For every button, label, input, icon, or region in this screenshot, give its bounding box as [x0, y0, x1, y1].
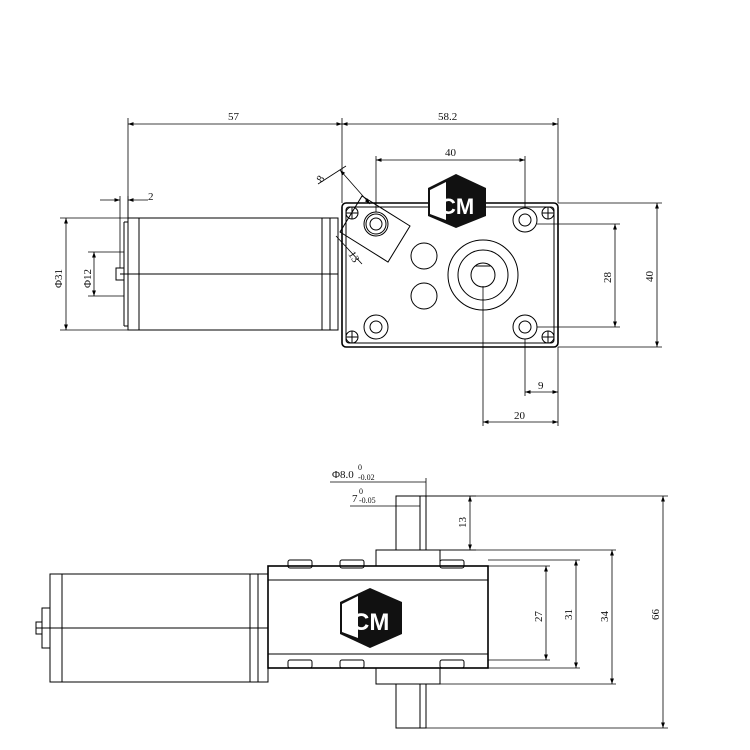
dim-motor-diameter: Φ31: [53, 217, 128, 331]
top-gearbox-plate: CM: [341, 174, 559, 348]
housing-bolt: [439, 559, 465, 569]
side-gearbox-housing: CM: [267, 549, 489, 685]
housing-bolt: [287, 659, 313, 669]
dim-hole-spacing-v: 28: [537, 223, 620, 328]
corner-screw: [541, 206, 555, 220]
mounting-hole: [512, 207, 538, 233]
dim-label: Φ12: [82, 269, 94, 288]
logo-text-top: CM: [440, 194, 474, 219]
dim-slot-length: 13: [335, 235, 363, 265]
dim-edge-offset: 9: [524, 339, 559, 396]
corner-screw: [345, 330, 359, 344]
dim-side-shaft-diameter: Φ8.0 0 -0.02: [330, 463, 427, 496]
dim-label: 13: [457, 517, 469, 529]
corner-screw: [541, 330, 555, 344]
dim-label: 40: [644, 271, 656, 283]
logo-text-side: CM: [352, 609, 389, 636]
gear-pin: [410, 282, 438, 310]
dim-label: 40: [445, 147, 457, 159]
dim-label: 2: [148, 191, 154, 203]
top-motor-body: [115, 217, 339, 331]
dim-label: 57: [228, 111, 240, 123]
dim-shaft-offset: 20: [482, 286, 559, 426]
dim-motor-length: 57: [127, 111, 343, 218]
angled-slot-bracket: [339, 195, 411, 263]
dim-side-flat: 7 0 -0.05: [350, 487, 421, 510]
cm-logo-mark: CM: [428, 174, 486, 228]
dim-slot-width: 8: [314, 165, 371, 205]
dim-label: Φ31: [53, 269, 65, 288]
housing-bolt: [287, 559, 313, 569]
side-view: CM Φ8.0 0 -0.02 7 0 -0.05: [35, 463, 668, 729]
dim-tol-lower: -0.02: [358, 473, 375, 482]
dim-flange-offset: 2: [100, 191, 154, 268]
dim-label: 58.2: [438, 111, 457, 123]
housing-bolt: [439, 659, 465, 669]
dim-label: 31: [563, 609, 575, 620]
dim-label: 8: [314, 173, 327, 184]
dim-tol-upper: 0: [359, 487, 363, 496]
dim-gearbox-height: 40: [558, 202, 662, 348]
dim-tol-lower: -0.05: [359, 496, 376, 505]
dim-label: Φ8.0: [332, 469, 354, 481]
dim-label: 27: [533, 611, 545, 623]
mounting-hole: [363, 211, 389, 237]
dim-side-total-shaft: 66: [426, 495, 668, 729]
mounting-hole: [363, 314, 389, 340]
side-motor-body: [35, 573, 269, 683]
mounting-hole: [512, 314, 538, 340]
dim-side-flange: 34: [440, 549, 616, 685]
top-view: CM 57 58.2 40: [53, 111, 662, 426]
dim-hole-spacing-h: 40: [375, 147, 526, 212]
dim-side-shaft-extension: 13: [426, 495, 476, 551]
dim-tol-upper: 0: [358, 463, 362, 472]
output-shaft-side: [395, 495, 427, 729]
dim-label: 66: [650, 609, 662, 621]
dim-shaft-diameter: Φ12: [82, 251, 124, 297]
gear-pin: [410, 242, 438, 270]
cm-logo-side: CM: [340, 588, 402, 648]
dim-label: 34: [599, 611, 611, 623]
dim-label: 13: [345, 249, 361, 265]
dim-gearbox-width: 58.2: [342, 111, 559, 203]
dim-label: 20: [514, 410, 526, 422]
dim-side-housing: 31: [488, 559, 580, 669]
housing-bolt: [339, 559, 365, 569]
dim-label: 7: [352, 493, 358, 505]
dim-side-housing-inner: 27: [488, 565, 550, 661]
dim-label: 28: [602, 272, 614, 284]
housing-bolt: [339, 659, 365, 669]
dim-label: 9: [538, 380, 544, 392]
